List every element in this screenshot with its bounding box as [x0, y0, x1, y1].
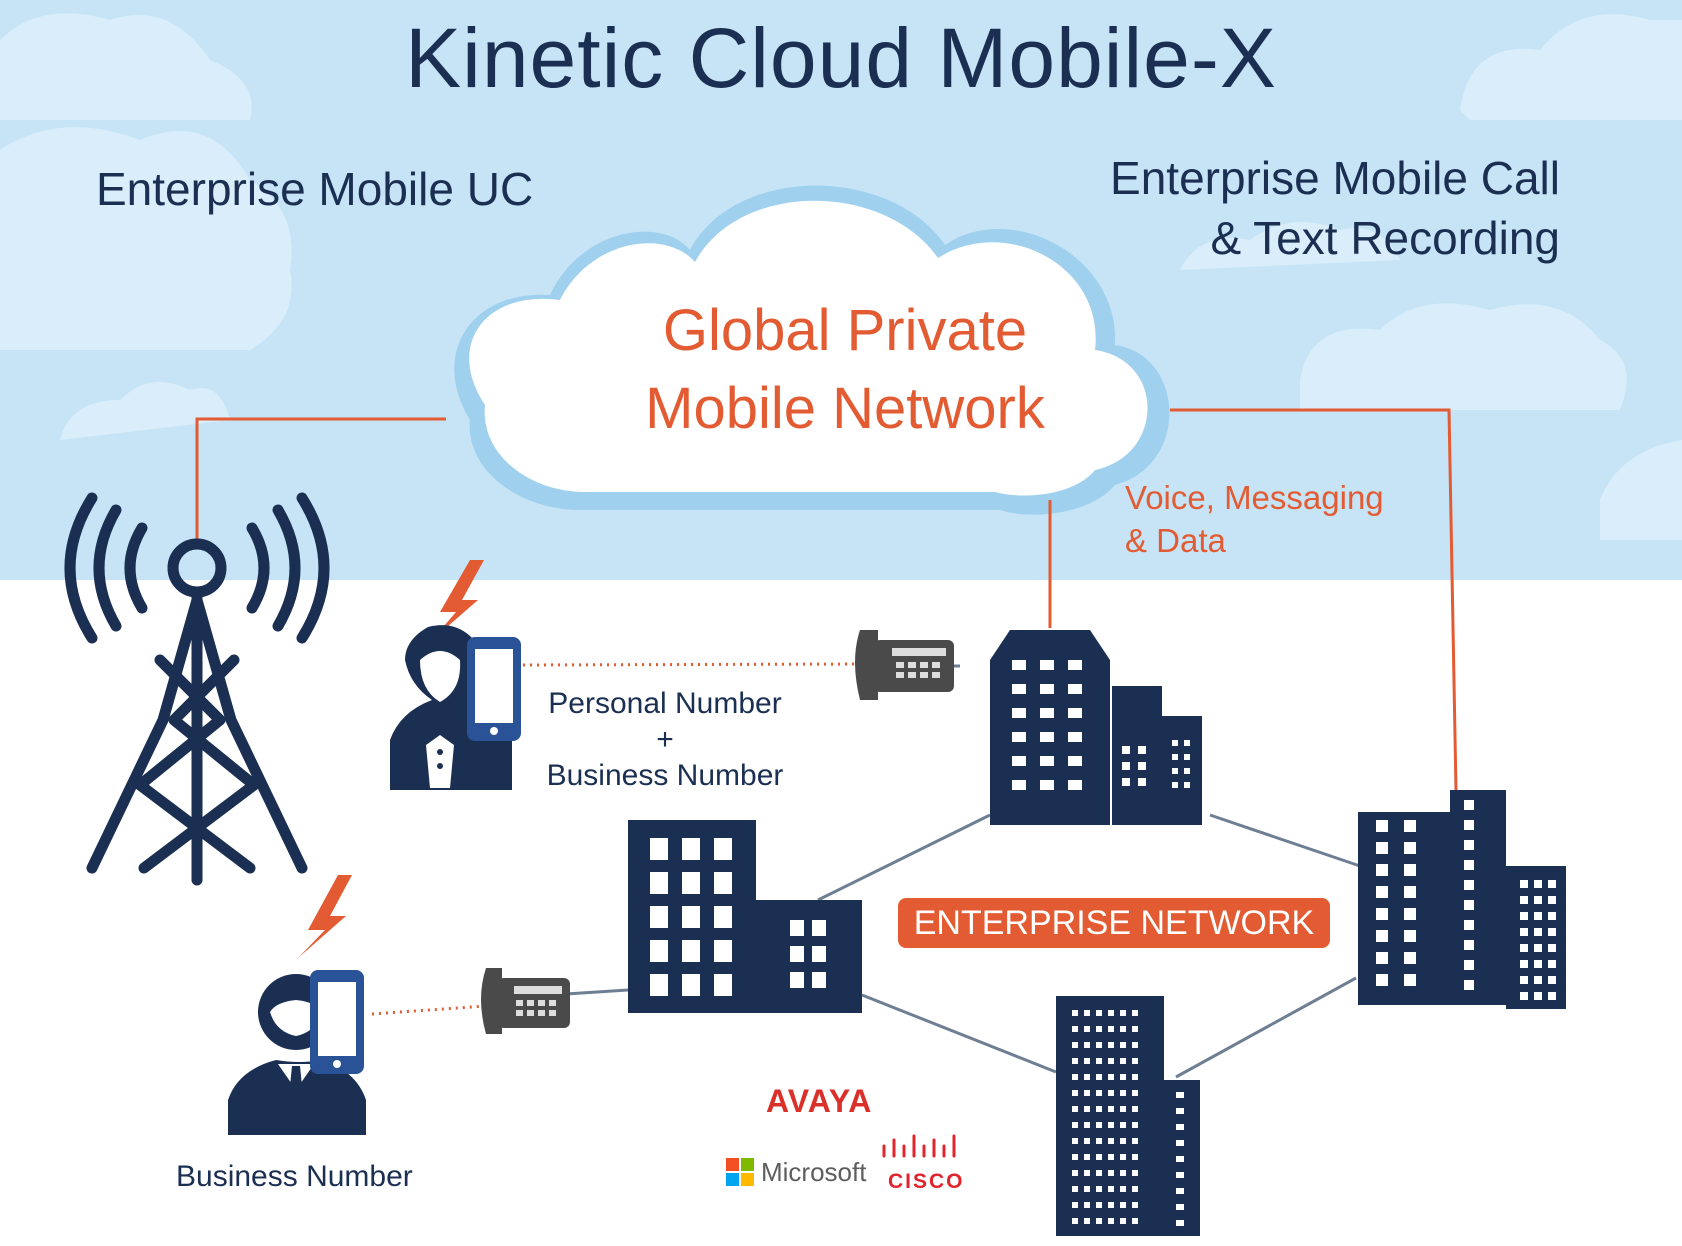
signal-bolt-icon [432, 560, 484, 640]
smartphone-icon [467, 637, 521, 741]
building-headquarters [990, 630, 1202, 825]
woman-user-icon [390, 625, 512, 790]
cloud-label-line2: Mobile Network [645, 376, 1045, 441]
building-windows [650, 660, 1556, 1226]
enterprise-links [565, 664, 1361, 1079]
building-branch-bottom [1056, 996, 1200, 1236]
link-label-line1: Voice, Messaging [1125, 479, 1384, 516]
business-number-label: Business Number [176, 1160, 413, 1193]
cisco-bars-icon [882, 1134, 956, 1158]
recording-link [1170, 408, 1458, 791]
background-clouds [0, 13, 1682, 540]
dual-number-line1: Personal Number [548, 687, 782, 720]
cell-tower-icon [64, 492, 330, 886]
link-label-line2: & Data [1125, 522, 1226, 559]
cloud-label: Global Private Mobile Network [560, 292, 1130, 448]
microsoft-logo-icon [726, 1158, 754, 1186]
tower-link [195, 417, 446, 540]
enterprise-network-badge: ENTERPRISE NETWORK [898, 898, 1330, 948]
feature-call-recording: Enterprise Mobile Call & Text Recording [1110, 148, 1560, 268]
dual-number-line3: Business Number [546, 759, 784, 792]
feature-call-recording-line1: Enterprise Mobile Call [1110, 152, 1560, 204]
avaya-logo: AVAYA [766, 1083, 873, 1119]
desk-phone-icon [481, 968, 570, 1034]
feature-mobile-uc: Enterprise Mobile UC [96, 163, 534, 215]
feature-call-recording-line2: & Text Recording [1210, 212, 1560, 264]
network-links [195, 408, 1458, 791]
cloud-label-line1: Global Private [662, 298, 1028, 363]
smartphone-icon [310, 970, 364, 1074]
desk-phone-icon [855, 630, 954, 700]
cisco-logo: CISCO [888, 1170, 965, 1193]
signal-bolt-icon [298, 875, 352, 958]
microsoft-logo: Microsoft [761, 1157, 867, 1187]
page-title: Kinetic Cloud Mobile-X [405, 11, 1277, 105]
dual-number-label: Personal Number + Business Number [525, 686, 805, 794]
link-label: Voice, Messaging & Data [1125, 476, 1384, 562]
global-network-cloud [454, 185, 1170, 515]
call-lines [371, 662, 863, 1016]
dual-number-line2: + [656, 723, 674, 756]
